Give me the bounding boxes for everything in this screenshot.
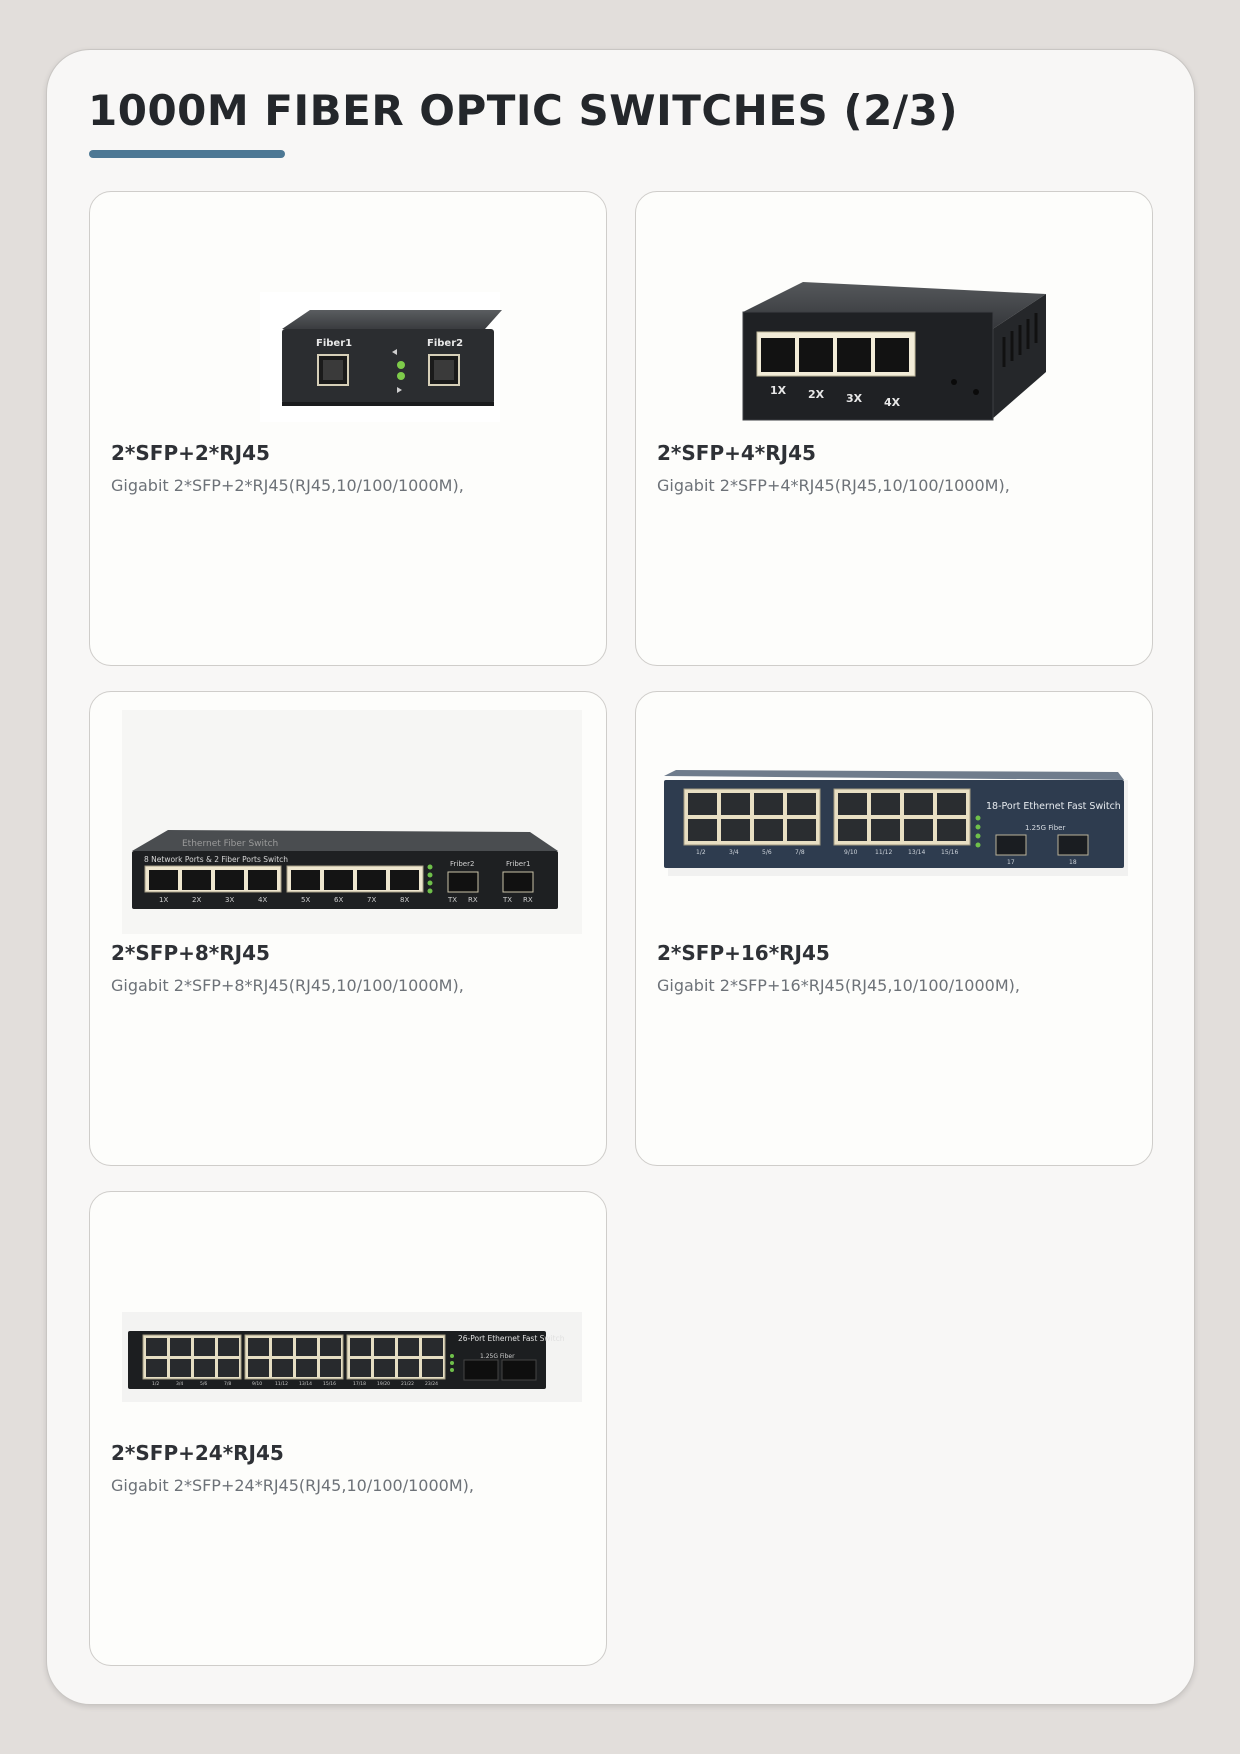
svg-text:7/8: 7/8	[224, 1381, 231, 1387]
svg-text:1X: 1X	[159, 896, 168, 904]
svg-text:Friber2: Friber2	[450, 860, 474, 868]
svg-text:RX: RX	[523, 896, 533, 904]
svg-text:RX: RX	[468, 896, 478, 904]
product-card-2sfp-4rj45[interactable]: 1X 2X 3X 4X 2*SFP+4*RJ45 Gigabit 2*SFP+4…	[635, 191, 1153, 666]
svg-text:2X: 2X	[808, 388, 825, 401]
svg-text:2X: 2X	[192, 896, 201, 904]
product-card-2sfp-2rj45[interactable]: Fiber1 Fiber2 2*SFP+2*RJ45 Gigabit 2*SFP…	[89, 191, 607, 666]
svg-text:8X: 8X	[400, 896, 409, 904]
product-description: Gigabit 2*SFP+24*RJ45(RJ45,10/100/1000M)…	[111, 1476, 474, 1495]
product-image: 1X 2X 3X 4X	[636, 192, 1152, 437]
svg-text:1.25G Fiber: 1.25G Fiber	[1025, 824, 1065, 832]
svg-text:18: 18	[1069, 859, 1077, 866]
svg-text:15/16: 15/16	[941, 849, 958, 856]
product-image: 18-Port Ethernet Fast Switch	[636, 692, 1152, 937]
svg-text:6X: 6X	[334, 896, 343, 904]
svg-text:1/2: 1/2	[696, 849, 706, 856]
product-description: Gigabit 2*SFP+4*RJ45(RJ45,10/100/1000M),	[657, 476, 1010, 495]
product-card-2sfp-16rj45[interactable]: 18-Port Ethernet Fast Switch	[635, 691, 1153, 1166]
svg-text:9/10: 9/10	[844, 849, 858, 856]
product-name: 2*SFP+8*RJ45	[111, 941, 270, 965]
svg-text:5/6: 5/6	[762, 849, 772, 856]
svg-text:3X: 3X	[846, 392, 863, 405]
page-title: 1000M FIBER OPTIC SWITCHES (2/3)	[88, 86, 959, 135]
svg-text:4X: 4X	[258, 896, 267, 904]
svg-text:15/16: 15/16	[323, 1381, 336, 1387]
product-description: Gigabit 2*SFP+2*RJ45(RJ45,10/100/1000M),	[111, 476, 464, 495]
svg-text:TX: TX	[502, 896, 512, 904]
8-port-switch-photo-icon: Ethernet Fiber Switch 8 Network Ports & …	[122, 710, 582, 934]
svg-text:7X: 7X	[367, 896, 376, 904]
product-description: Gigabit 2*SFP+16*RJ45(RJ45,10/100/1000M)…	[657, 976, 1020, 995]
svg-text:Ethernet Fiber Switch: Ethernet Fiber Switch	[182, 839, 278, 849]
svg-text:TX: TX	[447, 896, 457, 904]
product-name: 2*SFP+24*RJ45	[111, 1441, 284, 1465]
product-image: Fiber1 Fiber2	[90, 192, 606, 437]
4-port-switch-photo-icon: 1X 2X 3X 4X	[742, 282, 1046, 421]
svg-text:19/20: 19/20	[377, 1381, 390, 1387]
fiber-media-converter-photo-icon: Fiber1 Fiber2	[260, 292, 502, 422]
catalog-page: 1000M FIBER OPTIC SWITCHES (2/3) Fiber1 …	[46, 49, 1195, 1705]
svg-text:7/8: 7/8	[795, 849, 805, 856]
svg-text:17: 17	[1007, 859, 1015, 866]
svg-text:13/14: 13/14	[908, 849, 925, 856]
svg-text:Fiber1: Fiber1	[316, 338, 352, 349]
svg-text:9/10: 9/10	[252, 1381, 262, 1387]
svg-text:5X: 5X	[301, 896, 310, 904]
product-card-2sfp-8rj45[interactable]: Ethernet Fiber Switch 8 Network Ports & …	[89, 691, 607, 1166]
svg-text:Fiber2: Fiber2	[427, 338, 463, 349]
product-card-2sfp-24rj45[interactable]: 26-Port Ethernet Fast Switch	[89, 1191, 607, 1666]
svg-text:3/4: 3/4	[729, 849, 739, 856]
svg-text:21/22: 21/22	[401, 1381, 414, 1387]
svg-text:13/14: 13/14	[299, 1381, 312, 1387]
svg-text:5/6: 5/6	[200, 1381, 207, 1387]
svg-text:1X: 1X	[770, 384, 787, 397]
svg-text:18-Port Ethernet Fast Switch: 18-Port Ethernet Fast Switch	[986, 801, 1121, 812]
product-description: Gigabit 2*SFP+8*RJ45(RJ45,10/100/1000M),	[111, 976, 464, 995]
svg-text:3X: 3X	[225, 896, 234, 904]
svg-text:Friber1: Friber1	[506, 860, 530, 868]
svg-text:23/24: 23/24	[425, 1381, 438, 1387]
svg-text:11/12: 11/12	[875, 849, 892, 856]
product-image: 26-Port Ethernet Fast Switch	[90, 1192, 606, 1437]
product-name: 2*SFP+16*RJ45	[657, 941, 830, 965]
svg-text:17/18: 17/18	[353, 1381, 366, 1387]
24-port-switch-photo-icon: 26-Port Ethernet Fast Switch	[122, 1312, 582, 1402]
svg-text:26-Port Ethernet Fast Switch: 26-Port Ethernet Fast Switch	[458, 1334, 565, 1343]
title-underline	[89, 150, 285, 158]
svg-text:4X: 4X	[884, 396, 901, 409]
svg-text:1.25G Fiber: 1.25G Fiber	[480, 1353, 515, 1360]
svg-text:3/4: 3/4	[176, 1381, 183, 1387]
16-port-switch-photo-icon: 18-Port Ethernet Fast Switch	[664, 770, 1128, 876]
product-image: Ethernet Fiber Switch 8 Network Ports & …	[90, 692, 606, 937]
product-name: 2*SFP+4*RJ45	[657, 441, 816, 465]
svg-text:8 Network Ports & 2 Fiber Port: 8 Network Ports & 2 Fiber Ports Switch	[144, 855, 288, 864]
svg-text:1/2: 1/2	[152, 1381, 159, 1387]
svg-text:11/12: 11/12	[275, 1381, 288, 1387]
product-name: 2*SFP+2*RJ45	[111, 441, 270, 465]
